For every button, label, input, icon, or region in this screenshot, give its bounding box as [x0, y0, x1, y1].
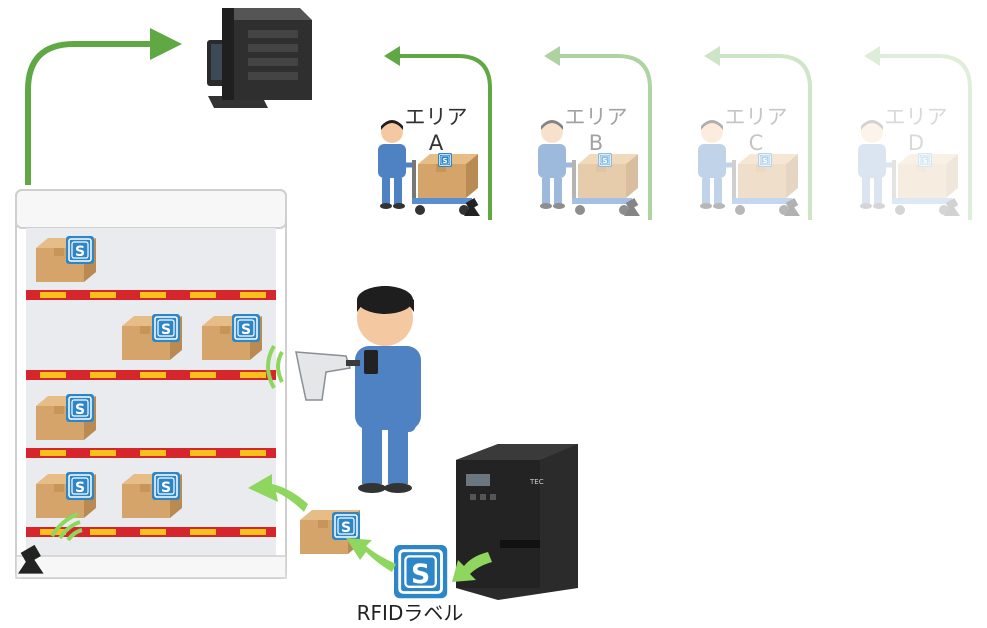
signal-wave-icon — [266, 344, 284, 389]
cardboard-box-icon — [122, 471, 182, 518]
rfid-tag-icon — [392, 543, 449, 600]
area-arrow-b — [544, 46, 652, 220]
area-arrow-d — [864, 46, 972, 220]
box-to-shelf-arrow — [248, 474, 308, 512]
handheld-reader-icon — [295, 351, 360, 401]
area-b-label: エリア B — [546, 104, 646, 156]
area-arrows — [384, 46, 972, 220]
area-c-label-line2: C — [748, 131, 764, 155]
cardboard-box-icon — [122, 313, 182, 360]
upload-arrow — [25, 41, 150, 185]
rfid-label-caption: RFIDラベル — [356, 601, 464, 625]
printer-brand: TEC — [529, 478, 544, 486]
area-d-label-line2: D — [907, 131, 925, 155]
label-to-box-arrow — [346, 538, 396, 572]
area-d-label-line1: エリア — [884, 105, 948, 129]
cardboard-box-icon — [36, 235, 96, 282]
area-arrow-c — [704, 46, 812, 220]
area-d-label: エリア D — [866, 104, 966, 156]
cardboard-box-icon — [36, 471, 96, 518]
cardboard-box-icon — [36, 393, 96, 440]
worker-icon — [355, 286, 421, 493]
area-b-label-line1: エリア — [564, 105, 628, 129]
signal-wave-icon — [50, 512, 83, 542]
area-a-label-line2: A — [428, 131, 444, 155]
area-a-label-line1: エリア — [404, 105, 468, 129]
area-c-label-line1: エリア — [724, 105, 788, 129]
label-printer-icon: TEC — [456, 444, 578, 600]
area-a-label: エリア A — [386, 104, 486, 156]
area-c-label: エリア C — [706, 104, 806, 156]
area-arrow-a — [384, 46, 492, 220]
flow-arrows — [248, 474, 492, 582]
pc-tower-icon — [222, 8, 312, 100]
cardboard-box-icon — [300, 510, 361, 554]
server-pc — [207, 8, 312, 108]
cardboard-box-icon — [202, 313, 262, 360]
upload-arrow-head — [150, 28, 182, 60]
printer-to-label-arrow — [452, 552, 492, 582]
area-b-label-line2: B — [588, 131, 604, 155]
